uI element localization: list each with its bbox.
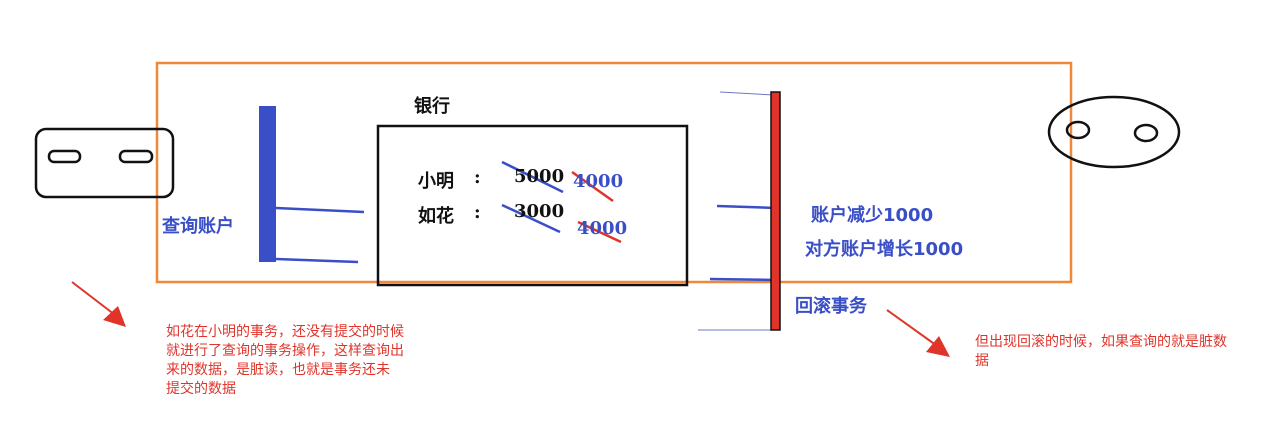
- right-note-line: 据: [975, 353, 989, 369]
- left-note-line: 如花在小明的事务，还没有提交的时候: [166, 324, 404, 340]
- left-note-line: 提交的数据: [166, 381, 236, 397]
- left-note-line: 来的数据，是脏读，也就是事务还未: [166, 362, 390, 378]
- new-balance-xiaoming: 4000: [573, 171, 624, 192]
- left-card-icon: [34, 127, 175, 199]
- query-account-label: 查询账户: [162, 216, 234, 237]
- account-sep-xiaoming: :: [474, 167, 481, 188]
- right-note-line: 但出现回滚的时候，如果查询的就是脏数: [975, 334, 1227, 350]
- account-name-ruhua: 如花: [418, 206, 454, 227]
- old-balance-xiaoming: 5000: [514, 166, 565, 187]
- query-bar: [259, 106, 365, 264]
- increase-label: 对方账户增长1000: [805, 239, 964, 260]
- left-pointer-arrow: [71, 281, 126, 327]
- rollback-bar: [770, 91, 781, 331]
- rollback-label: 回滚事务: [795, 296, 867, 317]
- left-note-line: 就进行了查询的事务操作，这样查询出: [166, 343, 404, 359]
- account-name-xiaoming: 小明: [418, 171, 454, 192]
- account-sep-ruhua: :: [474, 202, 481, 223]
- decrease-label: 账户减少1000: [811, 205, 934, 226]
- strike-lines: [501, 160, 622, 244]
- left-note: 如花在小明的事务，还没有提交的时候 就进行了查询的事务操作，这样查询出 来的数据…: [166, 323, 466, 399]
- outer-frame: [155, 61, 1073, 284]
- right-pointer-arrow: [886, 309, 950, 357]
- old-balance-ruhua: 3000: [514, 201, 565, 222]
- transaction-bracket: [698, 91, 777, 331]
- bank-box: [376, 124, 689, 287]
- bank-label: 银行: [414, 96, 450, 117]
- right-note: 但出现回滚的时候，如果查询的就是脏数 据: [975, 333, 1270, 371]
- right-oval-icon: [1047, 95, 1181, 169]
- new-balance-ruhua: 4000: [577, 218, 628, 239]
